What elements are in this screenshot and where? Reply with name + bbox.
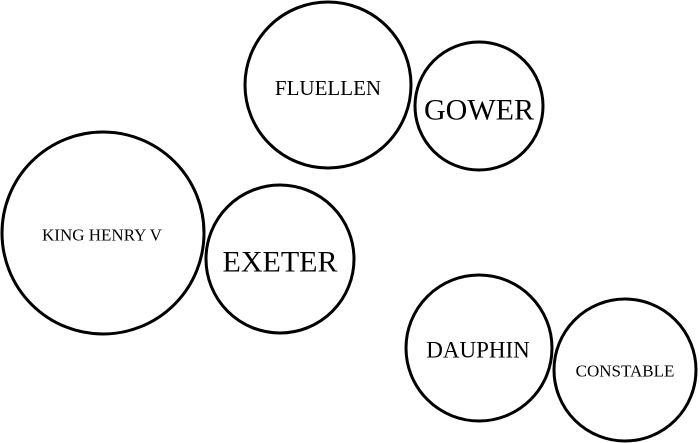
bubble-circle	[552, 297, 698, 443]
bubble-label-dauphin: DAUPHIN	[426, 338, 530, 363]
bubble-circle	[0, 130, 206, 336]
bubble-label-exeter: EXETER	[223, 246, 338, 279]
bubble-label-constable: CONSTABLE	[576, 362, 675, 381]
bubble-circle	[404, 273, 554, 423]
bubble-exeter: EXETER	[204, 183, 356, 335]
bubble-dauphin: DAUPHIN	[404, 273, 554, 423]
bubble-circle	[204, 183, 356, 335]
bubble-king-henry-v: KING HENRY V	[0, 130, 206, 336]
bubble-circle	[413, 40, 545, 172]
bubble-circle	[243, 0, 413, 170]
bubble-label-gower: GOWER	[424, 94, 534, 127]
bubble-gower: GOWER	[413, 40, 545, 172]
bubble-constable: CONSTABLE	[552, 297, 698, 443]
bubble-fluellen: FLUELLEN	[243, 0, 413, 170]
bubble-label-king-henry-v: KING HENRY V	[42, 226, 163, 245]
bubble-label-fluellen: FLUELLEN	[275, 76, 381, 100]
